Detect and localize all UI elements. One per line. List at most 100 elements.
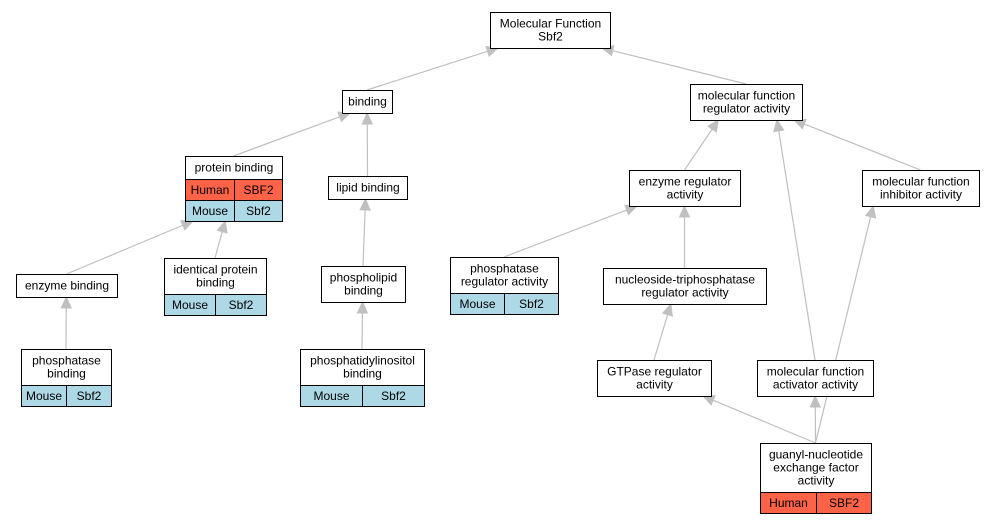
edge-enzyme-binding-to-protein-binding xyxy=(66,220,195,275)
go-term-node-lipid-binding[interactable]: lipid binding xyxy=(328,176,408,200)
arrowhead-icon xyxy=(678,204,691,218)
gene-cell xyxy=(66,385,112,407)
arrowhead-icon xyxy=(359,197,371,211)
gene-cell xyxy=(215,294,267,316)
go-term-label: enzyme binding xyxy=(25,279,109,293)
go-term-node-enzyme-binding[interactable]: enzyme binding xyxy=(16,274,118,298)
arrowhead-icon xyxy=(216,219,228,234)
go-term-box xyxy=(300,349,425,386)
go-term-label: GTPase regulator xyxy=(607,365,702,379)
go-term-label: guanyl-nucleotide xyxy=(769,448,863,462)
edge-binding-to-mf xyxy=(366,46,500,91)
go-term-label: nucleoside-triphosphatase xyxy=(615,273,755,287)
go-term-label: regulator activity xyxy=(703,102,790,116)
edge-phospholipid-to-lipid-binding xyxy=(359,197,371,267)
edge-line xyxy=(214,231,223,259)
annotation-row-mouse: Mouse Sbf2 xyxy=(21,385,112,407)
gene-cell xyxy=(362,385,425,407)
go-term-box xyxy=(342,90,393,114)
go-term-label: binding xyxy=(196,276,235,290)
species-label: Mouse xyxy=(313,389,349,403)
annotation-row-mouse: Mouse Sbf2 xyxy=(300,385,425,407)
arrowhead-icon xyxy=(809,394,822,408)
edge-line xyxy=(684,128,713,171)
species-label: Human xyxy=(191,183,230,197)
go-term-box xyxy=(597,360,712,397)
edge-gtpase-reg-to-ntp-reg xyxy=(653,302,673,361)
gene-cell xyxy=(504,293,559,315)
go-term-label: regulator activity xyxy=(641,286,728,300)
edge-line xyxy=(362,209,366,267)
go-term-label: exchange factor xyxy=(773,461,858,475)
go-term-box xyxy=(490,12,611,49)
edge-phosphatase-binding-to-enzyme-binding xyxy=(60,295,72,350)
edge-enzyme-reg-to-mfra xyxy=(684,119,719,171)
go-term-label: molecular function xyxy=(698,89,795,103)
edge-line xyxy=(653,314,669,361)
gene-label: Sbf2 xyxy=(77,389,102,403)
annotation-row-mouse: Mouse Sbf2 xyxy=(164,294,267,316)
gene-label: Sbf2 xyxy=(519,297,544,311)
edge-phosphatase-reg-to-enzyme-reg xyxy=(503,204,639,258)
species-label: Mouse xyxy=(459,297,495,311)
go-term-label: phospholipid xyxy=(330,271,397,285)
arrowhead-icon xyxy=(661,302,673,317)
go-term-label: enzyme regulator xyxy=(639,175,732,189)
edge-mf-inhib-to-mfra xyxy=(792,118,921,171)
edge-gef-to-mf-inhib xyxy=(814,204,877,444)
gene-label: SBF2 xyxy=(243,183,273,197)
edge-line xyxy=(814,216,872,444)
edge-line xyxy=(503,209,627,258)
edge-lipid-binding-to-binding xyxy=(361,111,374,177)
edge-line xyxy=(366,50,488,91)
edge-gef-to-mf-activator xyxy=(809,394,822,444)
go-term-label: inhibitor activity xyxy=(880,188,962,202)
go-term-label: regulator activity xyxy=(461,275,548,289)
go-term-label: binding xyxy=(348,95,387,109)
gene-label: SBF2 xyxy=(829,496,859,510)
arrowhead-icon xyxy=(361,111,374,125)
species-label: Mouse xyxy=(26,389,62,403)
go-term-box xyxy=(757,360,874,397)
go-term-label: activator activity xyxy=(773,378,858,392)
arrowhead-icon xyxy=(773,118,785,133)
gene-label: Sbf2 xyxy=(381,389,406,403)
go-term-label: phosphatase xyxy=(32,354,101,368)
species-label: Mouse xyxy=(172,298,208,312)
go-term-label: protein binding xyxy=(195,161,274,175)
go-term-label: activity xyxy=(798,474,835,488)
arrowhead-icon xyxy=(356,300,369,314)
gene-label: Sbf2 xyxy=(229,298,254,312)
arrowhead-icon xyxy=(60,295,72,309)
edge-line xyxy=(233,116,340,157)
go-term-box xyxy=(321,266,406,303)
arrowhead-icon xyxy=(707,119,719,133)
gene-label: Sbf2 xyxy=(246,204,271,218)
go-term-label: lipid binding xyxy=(336,181,399,195)
edge-protein-binding-to-binding xyxy=(233,111,352,157)
edge-identical-pb-to-protein-binding xyxy=(214,219,228,259)
go-term-label: Sbf2 xyxy=(538,30,563,44)
go-term-label: molecular function xyxy=(767,365,864,379)
go-term-node-binding[interactable]: binding xyxy=(342,90,393,114)
edge-mf-activator-to-mfra xyxy=(773,118,816,361)
go-term-label: phosphatase xyxy=(470,262,539,276)
